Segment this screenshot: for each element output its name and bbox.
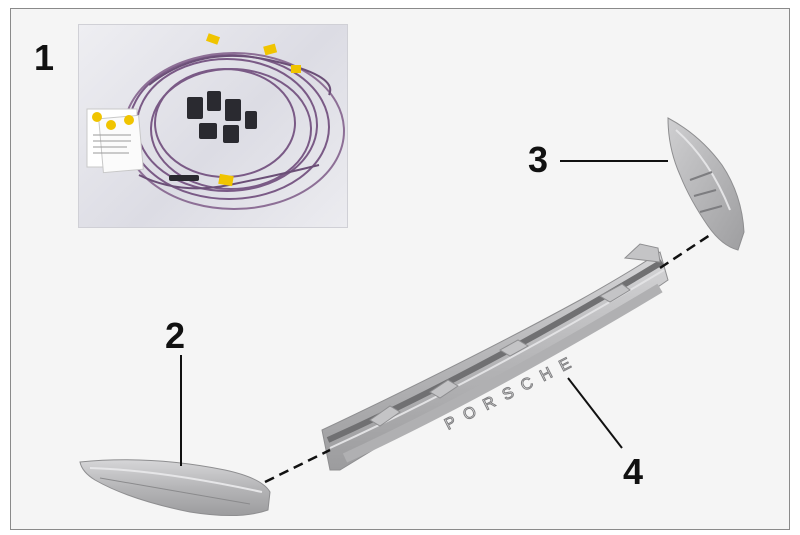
callout-4: 4 [623, 454, 643, 490]
callout-3: 3 [528, 142, 548, 178]
callout-2: 2 [165, 318, 185, 354]
center-light-strip: PORSCHE [322, 244, 668, 470]
left-trim-part [80, 460, 270, 516]
right-trim-part [668, 118, 744, 250]
callout-1: 1 [34, 40, 54, 76]
